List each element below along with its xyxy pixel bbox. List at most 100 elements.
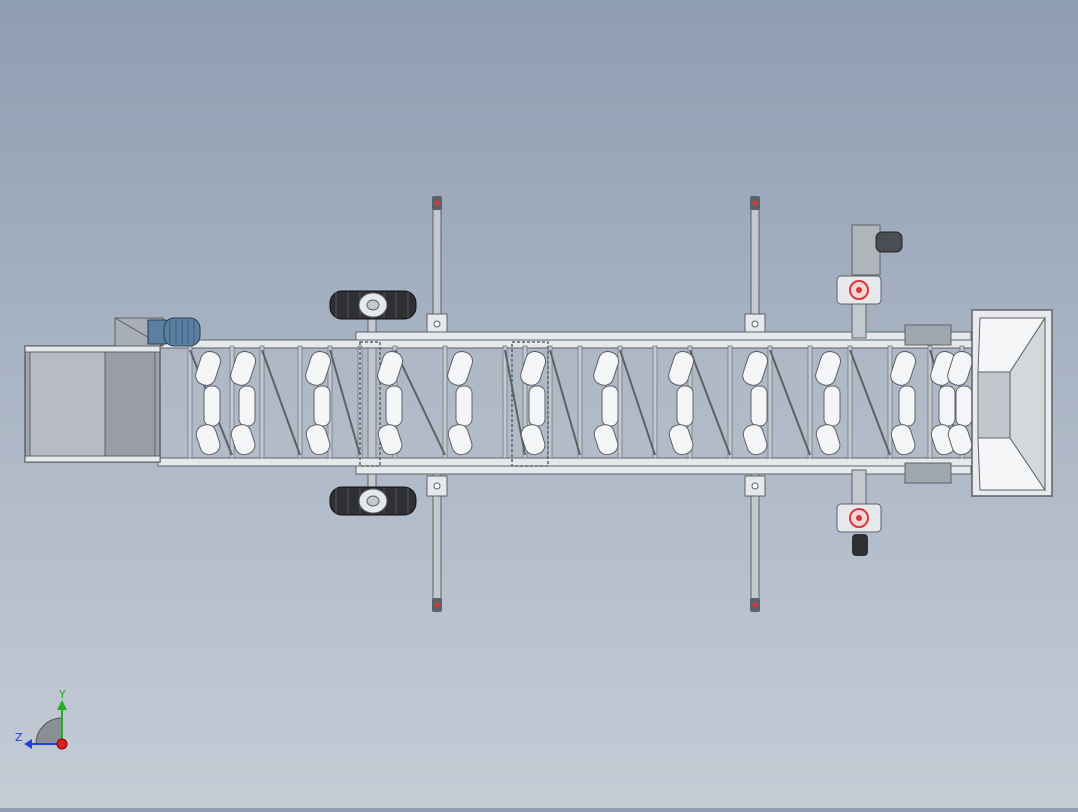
transport-wheels [329,290,417,516]
wing-roller-top [890,350,917,386]
truss-diagonal [394,349,446,456]
center-roller [898,385,916,427]
hub-cap [366,495,380,507]
lift-mechanism [836,224,903,556]
truss-post [502,345,508,459]
lift-gearbox [851,224,881,276]
truss-post [297,345,303,459]
hub-cap [366,299,380,311]
wing-roller-top [815,350,842,386]
truss-diagonal [261,349,301,456]
hopper-lip [24,345,161,353]
wing-roller-top [230,350,257,386]
idler-rollers [195,350,974,456]
lift-motor [875,231,903,253]
bracket-pin [751,320,759,328]
truss-diagonal [619,349,656,456]
center-roller [528,385,546,427]
truss-post [229,345,235,459]
center-roller [955,385,973,427]
truss-post [522,345,528,459]
axis-z-label: Z [15,731,23,744]
center-roller [455,385,473,427]
truss-diagonal [549,349,581,456]
truss-post [767,345,773,459]
axis-x-origin [56,738,68,750]
frame-deck [158,345,978,465]
truss-post [652,345,658,459]
wing-roller-bottom [742,424,768,456]
wing-roller-bottom [377,424,403,456]
wing-roller-top [947,350,974,386]
head-pulley-housing [904,324,952,346]
wing-roller-bottom [890,424,916,456]
truss-post [442,345,448,459]
feed-hopper [24,345,161,463]
hopper-left-panel [29,351,106,457]
frame-rail [157,457,974,467]
center-roller [313,385,331,427]
wing-roller-top [593,350,620,386]
drive-motor [114,317,201,347]
truss-diagonal [849,349,891,456]
outrigger-pin [752,200,758,206]
splice-plate [511,341,549,467]
chute-throat [977,371,1011,439]
center-roller [203,385,221,427]
bracket-pin [433,482,441,490]
outrigger-legs [426,196,766,612]
axis-y-arrow [57,700,67,710]
truss-post [259,345,265,459]
center-roller [601,385,619,427]
axis-z-arrow [24,739,32,749]
wing-roller-bottom [947,424,973,456]
truss-diagonal [689,349,731,456]
lift-pivot-pin [856,515,862,521]
wing-roller-top [305,350,332,386]
discharge-chute [904,309,1053,497]
outrigger-pin [434,200,440,206]
wing-roller-bottom [668,424,694,456]
center-roller [676,385,694,427]
truss-post [577,345,583,459]
truss-post [187,345,193,459]
wing-roller-bottom [447,424,473,456]
wing-roller-top [447,350,474,386]
wing-roller-top [742,350,769,386]
truss-frame [157,331,978,475]
wing-roller-bottom [520,424,546,456]
hopper-right-panel [104,351,156,457]
truss-post [807,345,813,459]
triad-quadrant [35,717,63,745]
head-pulley-housing [904,462,952,484]
wing-roller-bottom [230,424,256,456]
truss-diagonal [329,349,361,456]
center-roller [823,385,841,427]
lift-pivot-pin [856,287,862,293]
axis-triad[interactable] [24,700,68,750]
wing-roller-bottom [815,424,841,456]
frame-rail [355,465,972,475]
wing-roller-top [195,350,222,386]
axis-y-label: Y [59,688,66,701]
bracket-pin [433,320,441,328]
truss-post [927,345,933,459]
truss-post [727,345,733,459]
center-roller [938,385,956,427]
lift-wheel [852,534,868,556]
center-roller [238,385,256,427]
bracket-pin [751,482,759,490]
center-roller [385,385,403,427]
wing-roller-bottom [593,424,619,456]
center-roller [750,385,768,427]
frame-rail [355,331,972,341]
wing-roller-top [668,350,695,386]
outrigger-pin [434,602,440,608]
truss-post [847,345,853,459]
hopper-lip [24,455,161,463]
motor-adapter [147,319,167,345]
truss-post [887,345,893,459]
wing-roller-top [377,350,404,386]
